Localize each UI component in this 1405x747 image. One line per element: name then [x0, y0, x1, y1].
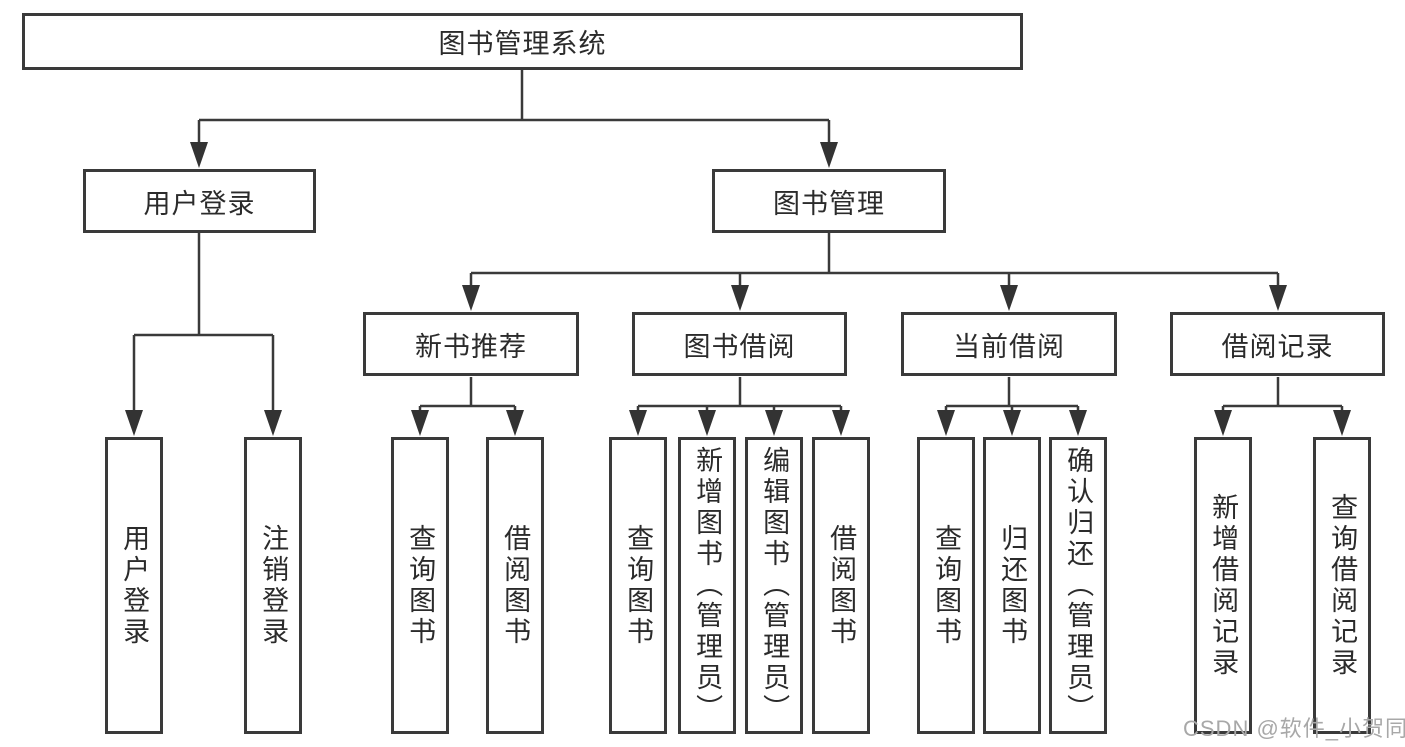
- leaf-label: 归还图书: [997, 523, 1028, 648]
- connector-borrowing-records-split: [1221, 377, 1344, 432]
- leaf-label: 新增借阅记录: [1208, 492, 1239, 679]
- leaf-add-borrow-record: 新增借阅记录: [1194, 437, 1252, 734]
- arrow-down-icon: [264, 410, 282, 436]
- arrow-down-icon: [190, 142, 208, 168]
- node-borrowing-records: 借阅记录: [1170, 312, 1385, 376]
- leaf-logout: 注销登录: [244, 437, 302, 734]
- leaf-label: 编辑图书（管理员）: [759, 446, 790, 725]
- arrow-down-icon: [1333, 410, 1351, 436]
- connector-root-split: [197, 68, 831, 164]
- arrow-down-icon: [765, 410, 783, 436]
- arrowheads: [125, 142, 1351, 436]
- arrow-down-icon: [1000, 285, 1018, 311]
- leaf-label: 查询借阅记录: [1327, 492, 1358, 679]
- leaf-label: 借阅图书: [826, 523, 857, 648]
- leaf-borrow-books: 借阅图书: [486, 437, 544, 734]
- arrow-down-icon: [125, 410, 143, 436]
- node-book-management: 图书管理: [712, 169, 946, 233]
- node-library-management-system: 图书管理系统: [22, 13, 1023, 70]
- arrow-down-icon: [1069, 410, 1087, 436]
- leaf-label: 查询图书: [405, 523, 436, 648]
- node-new-book-recommendation: 新书推荐: [363, 312, 579, 376]
- leaf-borrow-books: 借阅图书: [812, 437, 870, 734]
- leaf-edit-books-admin: 编辑图书（管理员）: [745, 437, 803, 734]
- arrow-down-icon: [1269, 285, 1287, 311]
- arrow-down-icon: [462, 285, 480, 311]
- connector-user-login-split: [132, 233, 275, 432]
- leaf-label: 查询图书: [931, 523, 962, 648]
- leaf-label: 用户登录: [119, 523, 150, 648]
- arrow-down-icon: [506, 410, 524, 436]
- arrow-down-icon: [820, 142, 838, 168]
- leaf-label: 注销登录: [258, 523, 289, 648]
- leaf-label: 借阅图书: [500, 523, 531, 648]
- leaf-user-login: 用户登录: [105, 437, 163, 734]
- leaf-confirm-return-admin: 确认归还（管理员）: [1049, 437, 1107, 734]
- arrow-down-icon: [411, 410, 429, 436]
- watermark: CSDN @软件_小贺同学: [1183, 716, 1405, 741]
- node-user-login: 用户登录: [83, 169, 316, 233]
- connector-paths: [132, 68, 1344, 432]
- connector-book-borrowing-split: [636, 377, 843, 432]
- arrow-down-icon: [832, 410, 850, 436]
- leaf-query-books: 查询图书: [609, 437, 667, 734]
- arrow-down-icon: [629, 410, 647, 436]
- connector-new-book-split: [418, 377, 517, 432]
- leaf-query-books: 查询图书: [917, 437, 975, 734]
- leaf-label: 查询图书: [623, 523, 654, 648]
- arrow-down-icon: [1214, 410, 1232, 436]
- leaf-label: 确认归还（管理员）: [1063, 446, 1094, 725]
- node-book-borrowing: 图书借阅: [632, 312, 847, 376]
- arrow-down-icon: [937, 410, 955, 436]
- arrow-down-icon: [1003, 410, 1021, 436]
- leaf-add-books-admin: 新增图书（管理员）: [678, 437, 736, 734]
- node-current-borrowing: 当前借阅: [901, 312, 1117, 376]
- arrow-down-icon: [698, 410, 716, 436]
- leaf-query-books: 查询图书: [391, 437, 449, 734]
- leaf-query-borrow-record: 查询借阅记录: [1313, 437, 1371, 734]
- leaf-label: 新增图书（管理员）: [692, 446, 723, 725]
- leaf-return-books: 归还图书: [983, 437, 1041, 734]
- connector-book-management-split: [469, 233, 1280, 307]
- arrow-down-icon: [731, 285, 749, 311]
